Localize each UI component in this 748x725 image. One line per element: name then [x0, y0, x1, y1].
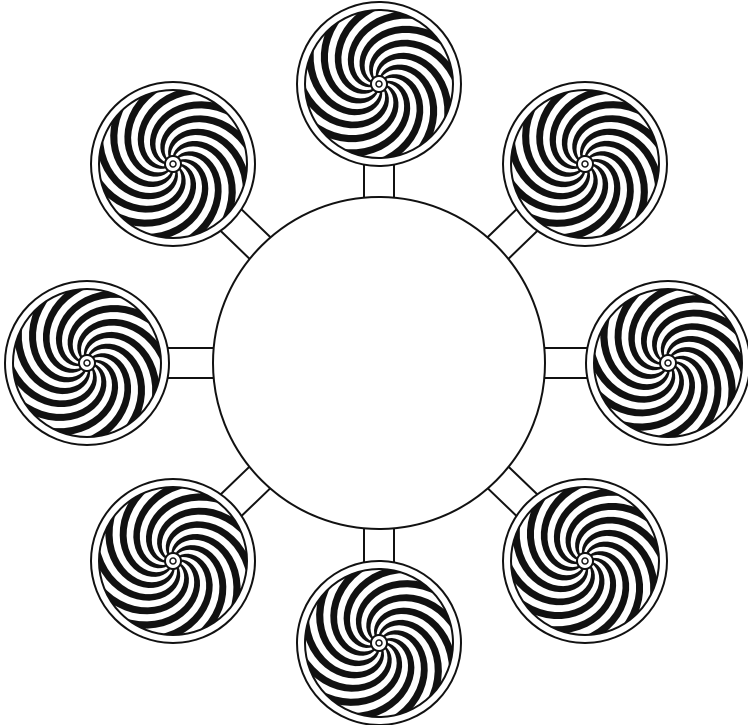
spiral-node-left [5, 281, 169, 445]
connector-bottom [364, 527, 394, 563]
spiral-node-bottom [297, 561, 461, 725]
spiral-node-top-left [91, 82, 255, 246]
spiral-node-right [586, 281, 748, 445]
connector-right [543, 348, 588, 378]
hub-circle [213, 197, 545, 529]
connector-top [364, 164, 394, 199]
spiral-node-top-right [503, 82, 667, 246]
spiral-node-bottom-right [503, 479, 667, 643]
connector-left [167, 348, 215, 378]
spiral-node-top [297, 2, 461, 166]
spiral-node-bottom-left [91, 479, 255, 643]
